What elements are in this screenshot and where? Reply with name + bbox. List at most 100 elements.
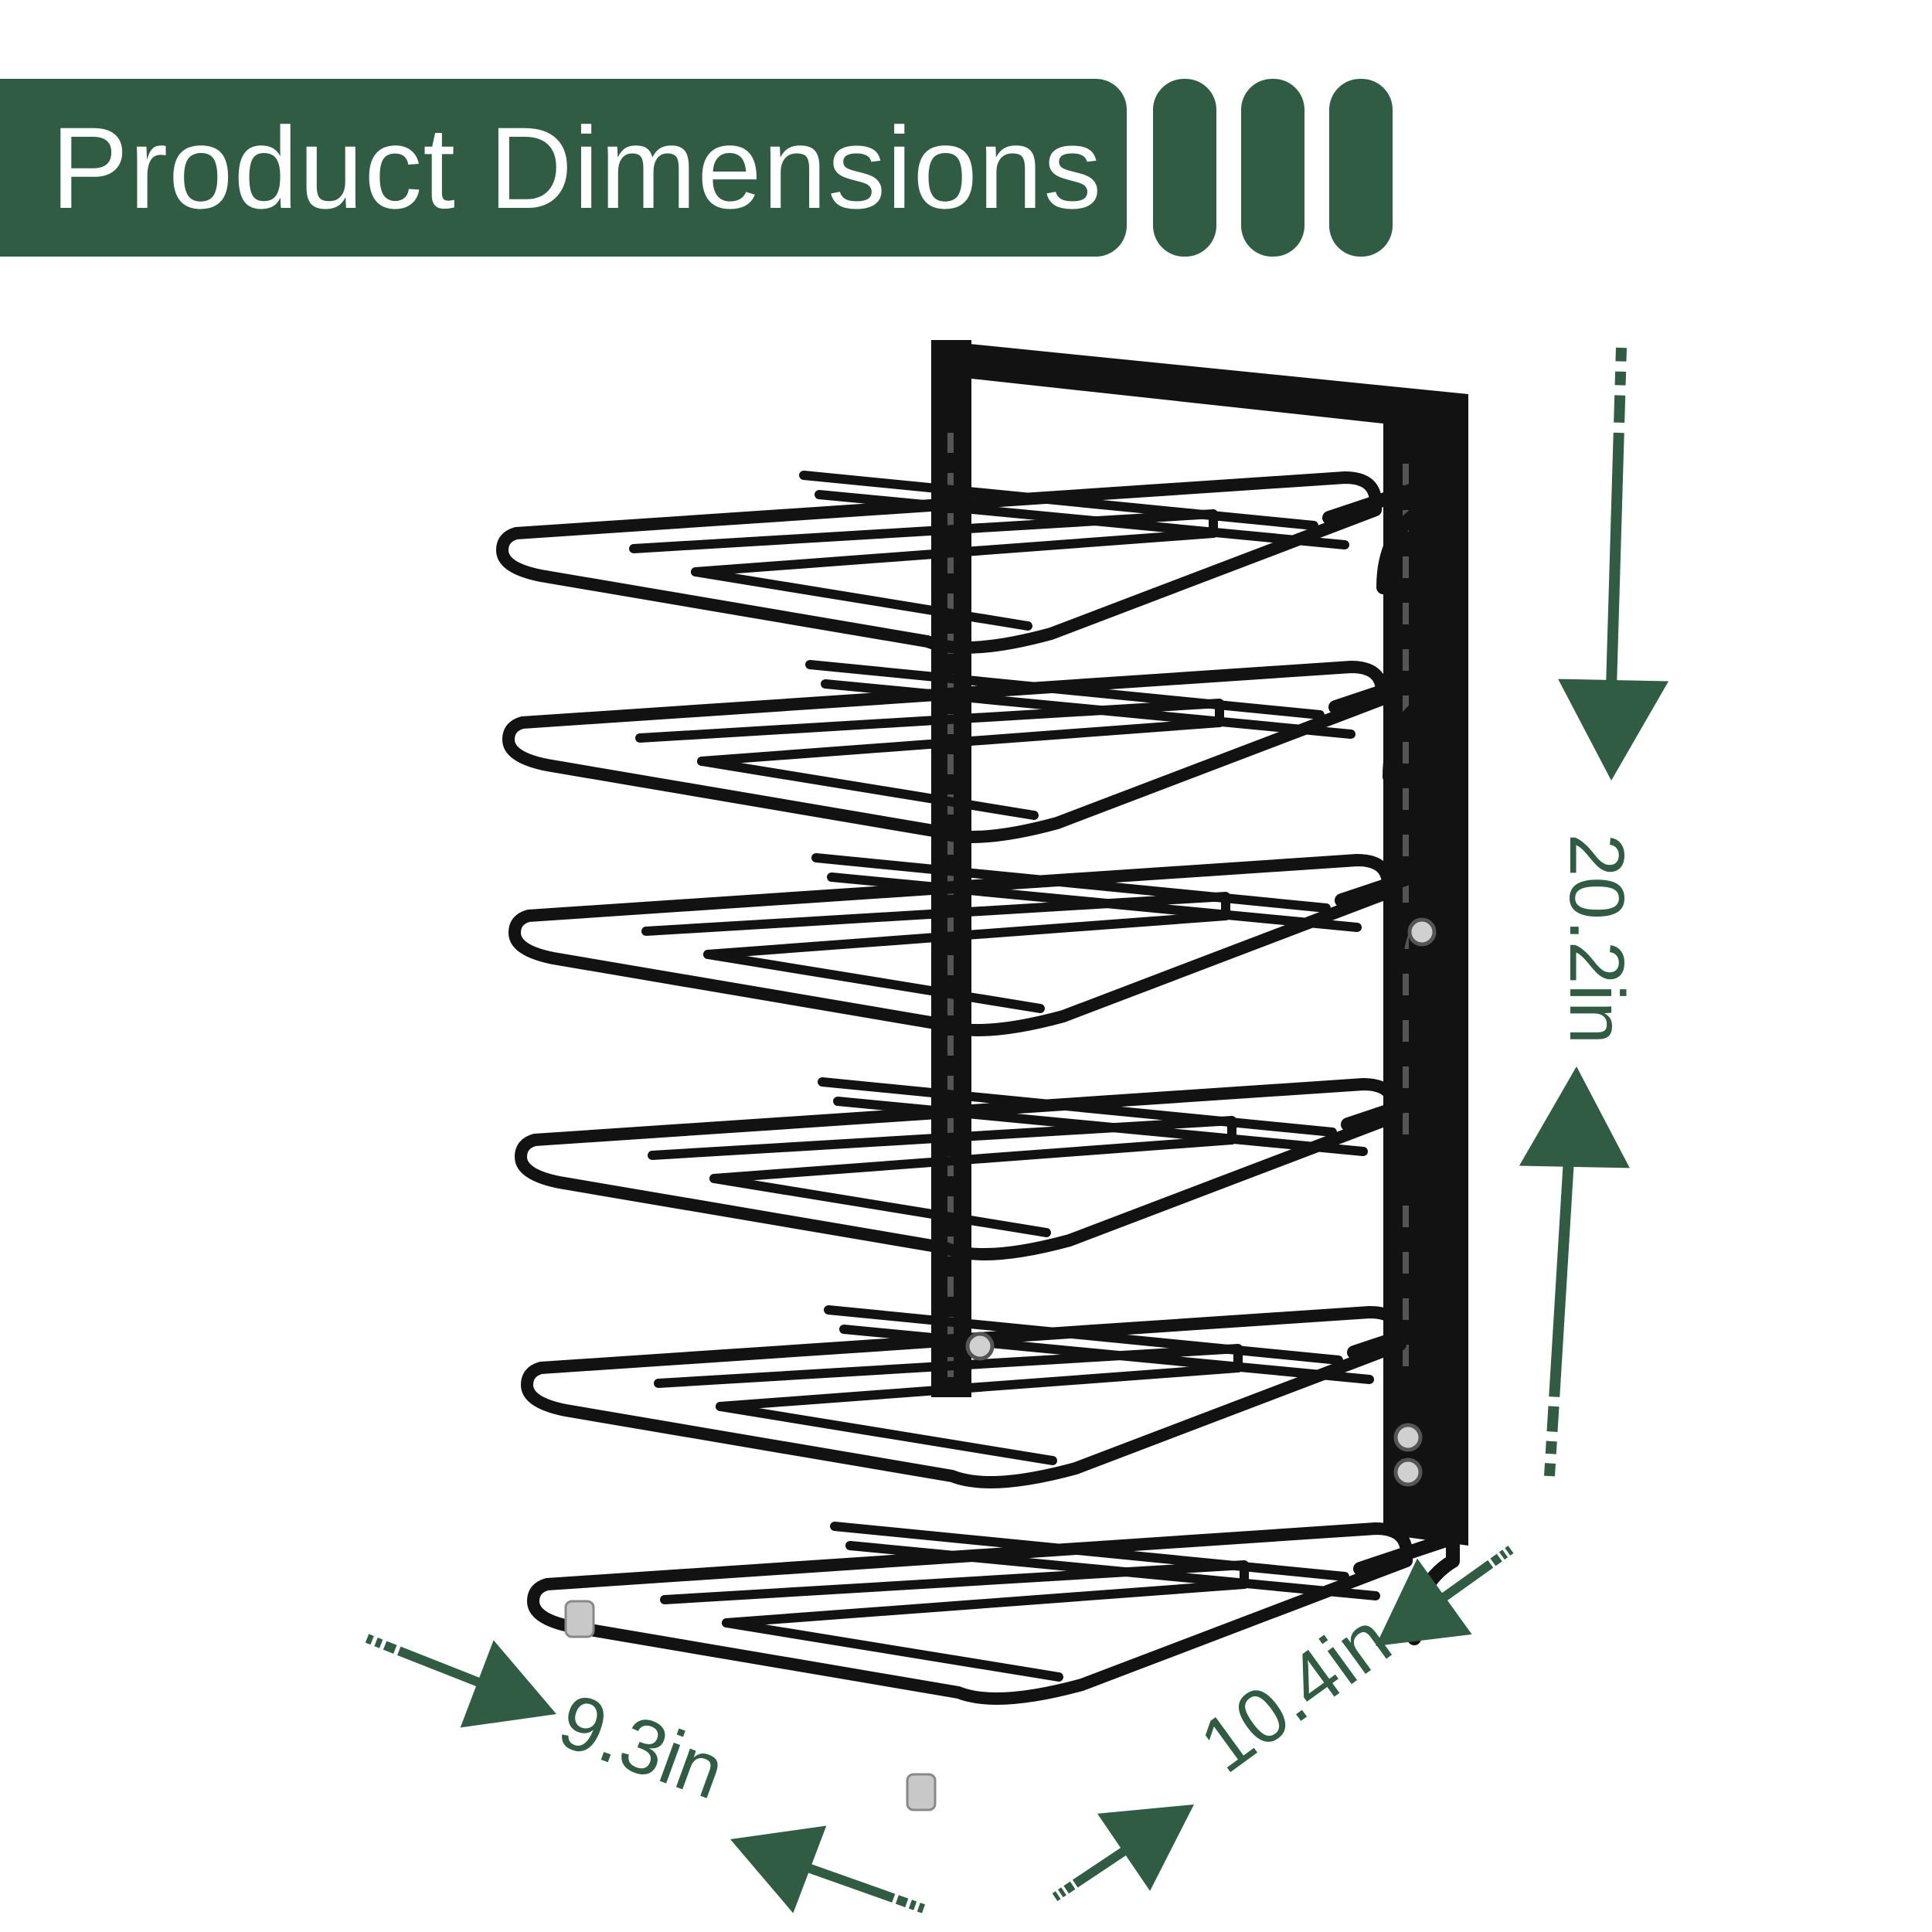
screw-knob [1393, 1458, 1423, 1487]
upright-slot [1403, 1252, 1409, 1274]
upright-slot [1403, 974, 1409, 995]
shelf-rail [839, 1325, 1374, 1384]
dimension-line [1063, 1881, 1076, 1894]
dimension-line [1498, 1549, 1509, 1560]
upright-slot [1403, 1020, 1409, 1042]
post-slot [947, 594, 954, 614]
dimension-line [1614, 395, 1626, 423]
upright-slot [1403, 649, 1409, 671]
dimension-line [895, 1895, 909, 1907]
decorative-pill [1153, 79, 1216, 257]
top-frame [931, 340, 1468, 433]
shelf-rail [824, 1305, 1343, 1365]
screw-knob [1407, 917, 1437, 947]
post-slot [947, 553, 954, 573]
upright-slot [1403, 742, 1409, 764]
dimension-line [801, 1862, 896, 1903]
title-banner: Product Dimensions [0, 79, 1127, 257]
shelf [509, 853, 1441, 1036]
upright-slot [1403, 556, 1409, 578]
shelf-rail [833, 1097, 1368, 1156]
dimension-line [1606, 432, 1624, 689]
shelf-bracket [1341, 1087, 1447, 1201]
shelf-rail [811, 853, 1331, 913]
shelf [521, 1305, 1454, 1488]
post-slot [947, 1196, 954, 1216]
dimension-line [917, 1903, 926, 1913]
dimension-line [1544, 1463, 1556, 1477]
dimension-arrows [365, 347, 1669, 1913]
foot [906, 1773, 937, 1811]
shelf-bracket [1328, 669, 1435, 784]
shelf-rail [648, 1116, 1236, 1183]
decorative-pill [1329, 79, 1393, 257]
shelf-rail [818, 1077, 1337, 1137]
upright-slot [1403, 464, 1409, 485]
upright-slot [1403, 835, 1409, 856]
upright-slot [1403, 1345, 1409, 1366]
shelf-rail [691, 567, 1032, 631]
dimension-line [383, 1641, 397, 1654]
shelf [527, 1522, 1460, 1705]
shelf-rail [815, 490, 1349, 549]
shelf-bracket [1335, 862, 1441, 977]
dimension-line [374, 1637, 383, 1648]
post-slot [947, 915, 954, 935]
arrow-left-icon [730, 1825, 827, 1913]
shelf-rail [799, 471, 1318, 530]
shelf-rail [641, 892, 1230, 959]
shelf [515, 1077, 1447, 1260]
dimension-line [1490, 1553, 1502, 1566]
shelf-bracket [1347, 1315, 1454, 1429]
screw-knob [965, 1332, 995, 1361]
dimension-line [1545, 1440, 1557, 1454]
dimension-line [1546, 1406, 1560, 1433]
height-label: 20.2in [1553, 833, 1641, 1045]
post-slot [947, 1156, 954, 1176]
post-slot [947, 835, 954, 855]
decorative-pill [1241, 79, 1304, 257]
shelf-frame [515, 1078, 1400, 1260]
post-slot [947, 1036, 954, 1056]
dimension-line [1549, 1158, 1574, 1397]
banner-title: Product Dimensions [51, 102, 1103, 233]
arrow-right-icon [460, 1640, 556, 1728]
shelf-frame [521, 1306, 1406, 1488]
shelf-rail [709, 1174, 1051, 1237]
shelf-frame [509, 854, 1394, 1036]
upright-slot [1403, 1113, 1409, 1134]
dimension-line [908, 1900, 917, 1910]
shelf-rail [821, 679, 1355, 739]
shelf-rail [722, 1618, 1063, 1682]
upright-slot [1403, 881, 1409, 903]
arrow-right-icon [1097, 1804, 1194, 1891]
dimension-line [365, 1634, 374, 1645]
post-slot [947, 1116, 954, 1136]
arrow-left-icon [1376, 1558, 1472, 1646]
shelf-rail [660, 1560, 1249, 1628]
shelf-frame [496, 471, 1382, 654]
shelf-rail [830, 1522, 1349, 1581]
post-slot [947, 1076, 954, 1096]
upright-slot [1403, 603, 1409, 624]
upright-slot [1403, 1206, 1409, 1227]
upright-slot [1403, 696, 1409, 717]
foot [564, 1600, 595, 1638]
dimension-line [1058, 1887, 1066, 1898]
post-slot [947, 754, 954, 774]
shelf-rail [629, 509, 1218, 577]
shelf-frame [527, 1522, 1413, 1705]
post-slot [947, 955, 954, 975]
arrow-down-icon [1558, 679, 1669, 781]
upright-slot [1403, 1298, 1409, 1320]
upright-slot [1403, 1066, 1409, 1088]
shelf-rail [805, 660, 1325, 719]
shelf-bracket [1322, 480, 1429, 594]
shelf-rail [697, 757, 1039, 820]
shelf-rail [845, 1541, 1380, 1600]
shelf-rail [827, 872, 1362, 932]
post-slot [947, 473, 954, 493]
shelf [502, 660, 1435, 843]
shelf [496, 471, 1429, 654]
